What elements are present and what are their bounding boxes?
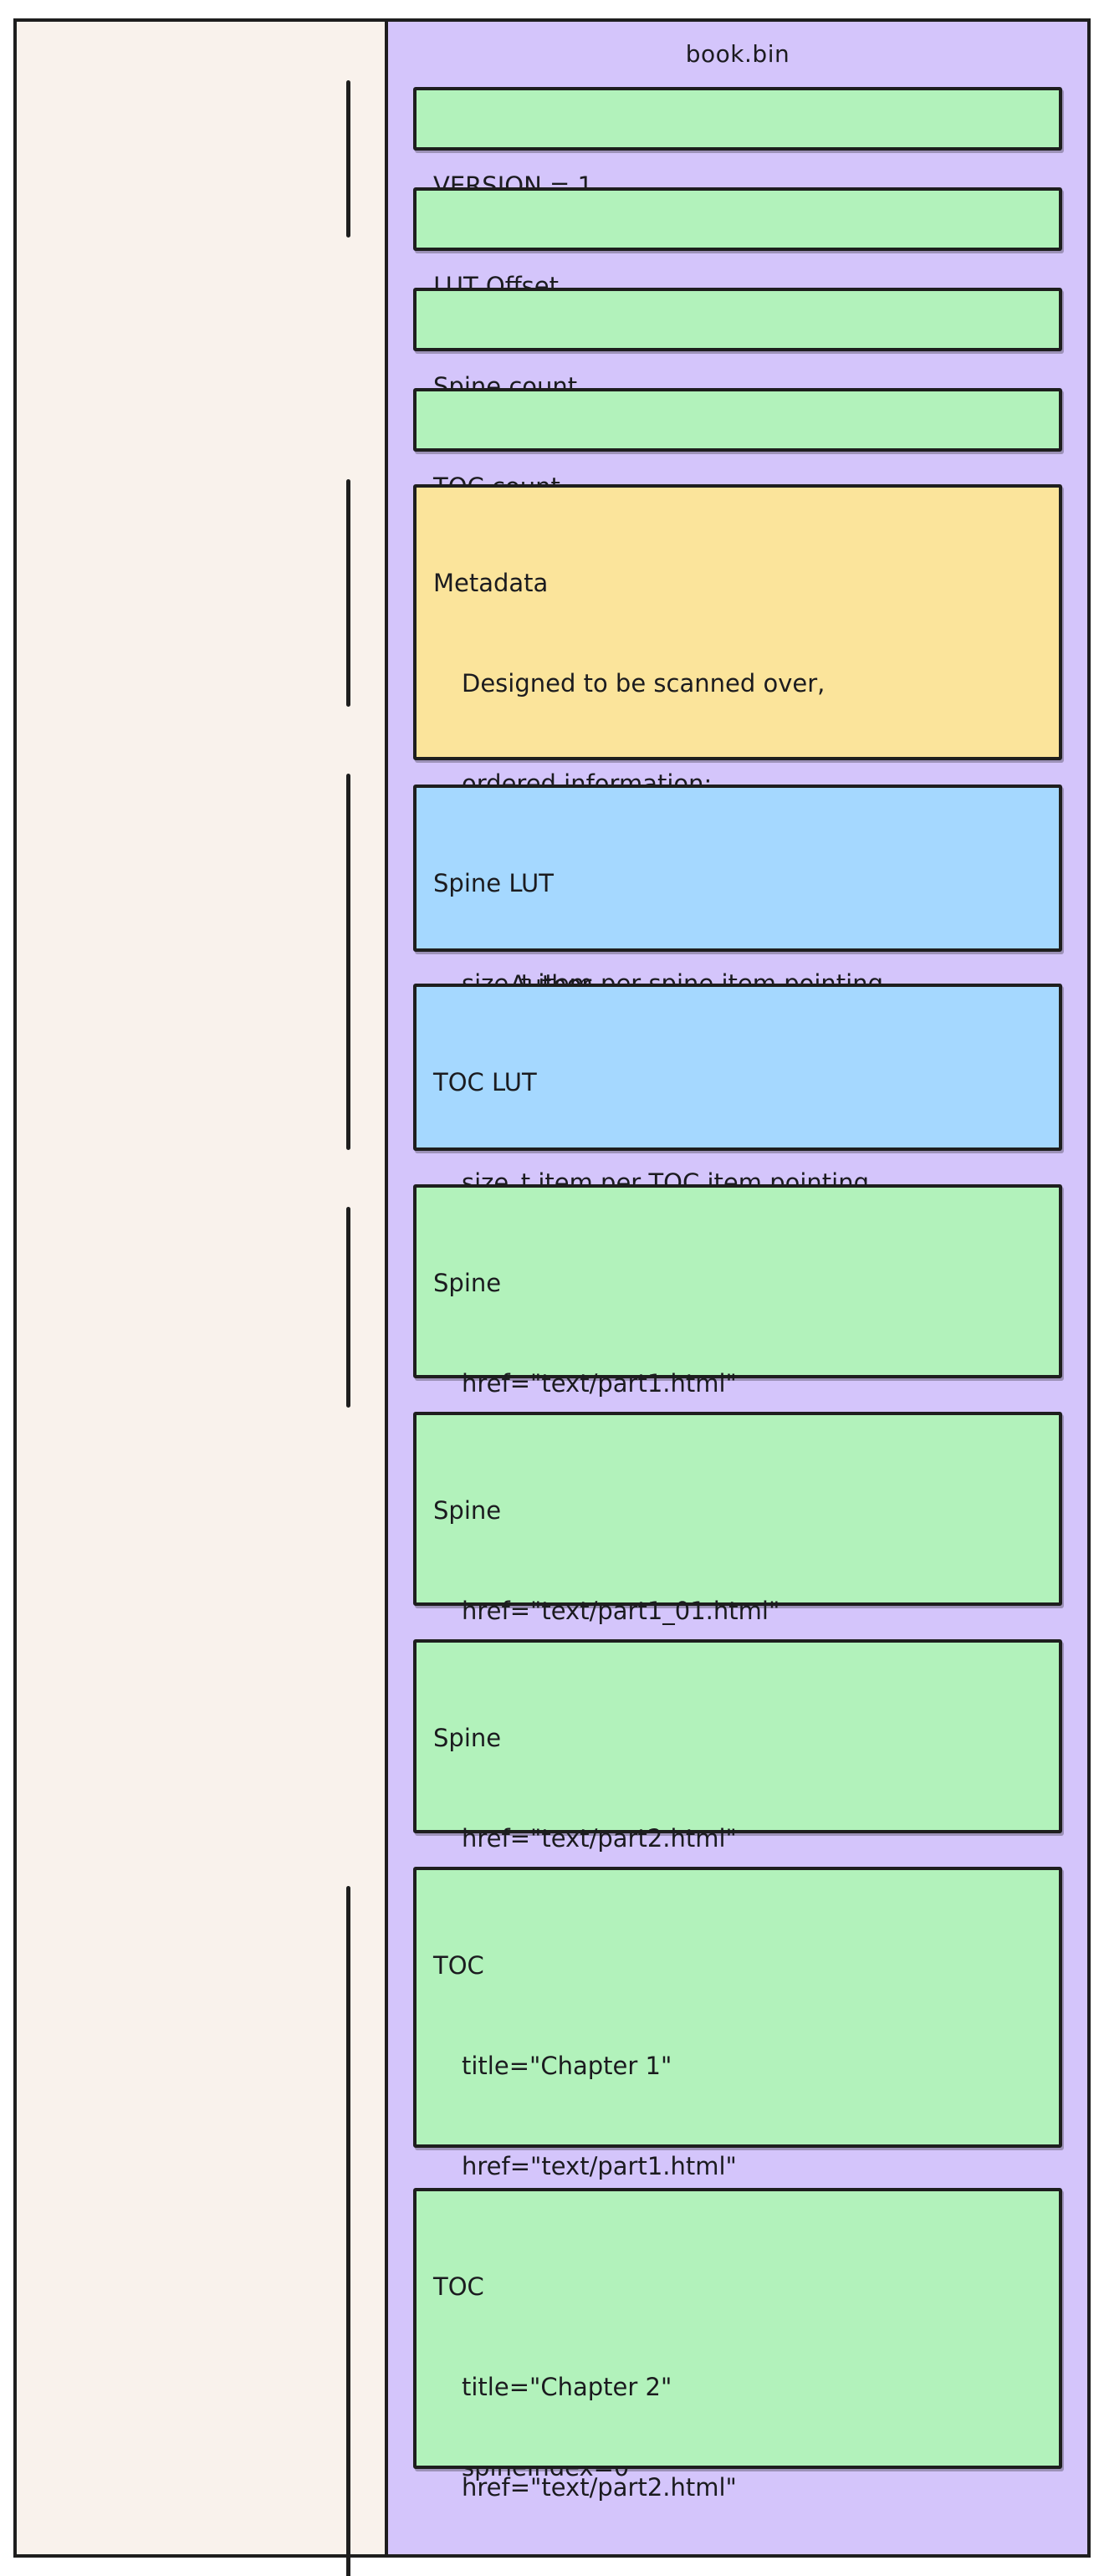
block-toc-lut: TOC LUT size_t item per TOC item pointin… (413, 984, 1062, 1297)
block-spine-2-title: Spine (433, 1496, 502, 1526)
group-bracket-variable-title-href (346, 1886, 350, 2576)
block-toc-2-anchor: anchor="#asdf" (433, 2571, 1044, 2576)
group-label-column (13, 18, 386, 2558)
block-spine-lut: Spine LUT size_t item per spine item poi… (413, 785, 1062, 1098)
block-spine-1-href: href="text/part1.html" (462, 1369, 737, 1398)
block-spine-3: Spine href="text/part2.html" cumSize=123… (413, 1639, 1062, 2053)
block-spine-1: Spine href="text/part1.html" cumSize=123… (413, 1184, 1062, 1598)
block-spine-3-href: href="text/part2.html" (462, 1824, 737, 1853)
block-spine-3-title: Spine (433, 1724, 502, 1753)
block-toc-2: TOC title="Chapter 2" href="text/part2.h… (413, 2188, 1062, 2576)
block-spine-lut-title: Spine LUT (433, 869, 554, 898)
block-toc-count: TOC count (413, 388, 1062, 501)
group-bracket-knowable-variable (346, 774, 350, 1150)
block-toc-lut-title: TOC LUT (433, 1068, 537, 1097)
block-lut-offset: LUT Offset (413, 187, 1062, 300)
block-toc-2-title-attr: title="Chapter 2" (462, 2373, 672, 2402)
block-spine-2: Spine href="text/part1_01.html" cumSize=… (413, 1412, 1062, 1826)
book-bin-container: book.bin VERSION = 1 LUT Offset Spine co… (385, 18, 1091, 2576)
block-toc-2-href: href="text/part2.html" (462, 2473, 737, 2502)
group-bracket-fixed-size (346, 80, 350, 238)
group-bracket-variable-fixed-start (346, 479, 350, 707)
group-bracket-variable-href (346, 1207, 350, 1408)
block-spine-1-title: Spine (433, 1269, 502, 1298)
block-spine-count: Spine count (413, 288, 1062, 401)
block-metadata-title: Metadata (433, 569, 549, 598)
block-toc-1-href: href="text/part1.html" (462, 2152, 737, 2181)
block-toc-1-title-attr: title="Chapter 1" (462, 2052, 672, 2081)
page-title: book.bin (685, 40, 790, 68)
block-toc-1: TOC title="Chapter 1" href="text/part1.h… (413, 1867, 1062, 2481)
block-version: VERSION = 1 (413, 87, 1062, 200)
block-metadata: Metadata Designed to be scanned over, or… (413, 484, 1062, 1099)
block-toc-1-title: TOC (433, 1951, 484, 1981)
block-metadata-line-1: Designed to be scanned over, (462, 669, 825, 698)
block-toc-2-title: TOC (433, 2272, 484, 2302)
block-spine-2-href: href="text/part1_01.html" (462, 1597, 780, 1626)
